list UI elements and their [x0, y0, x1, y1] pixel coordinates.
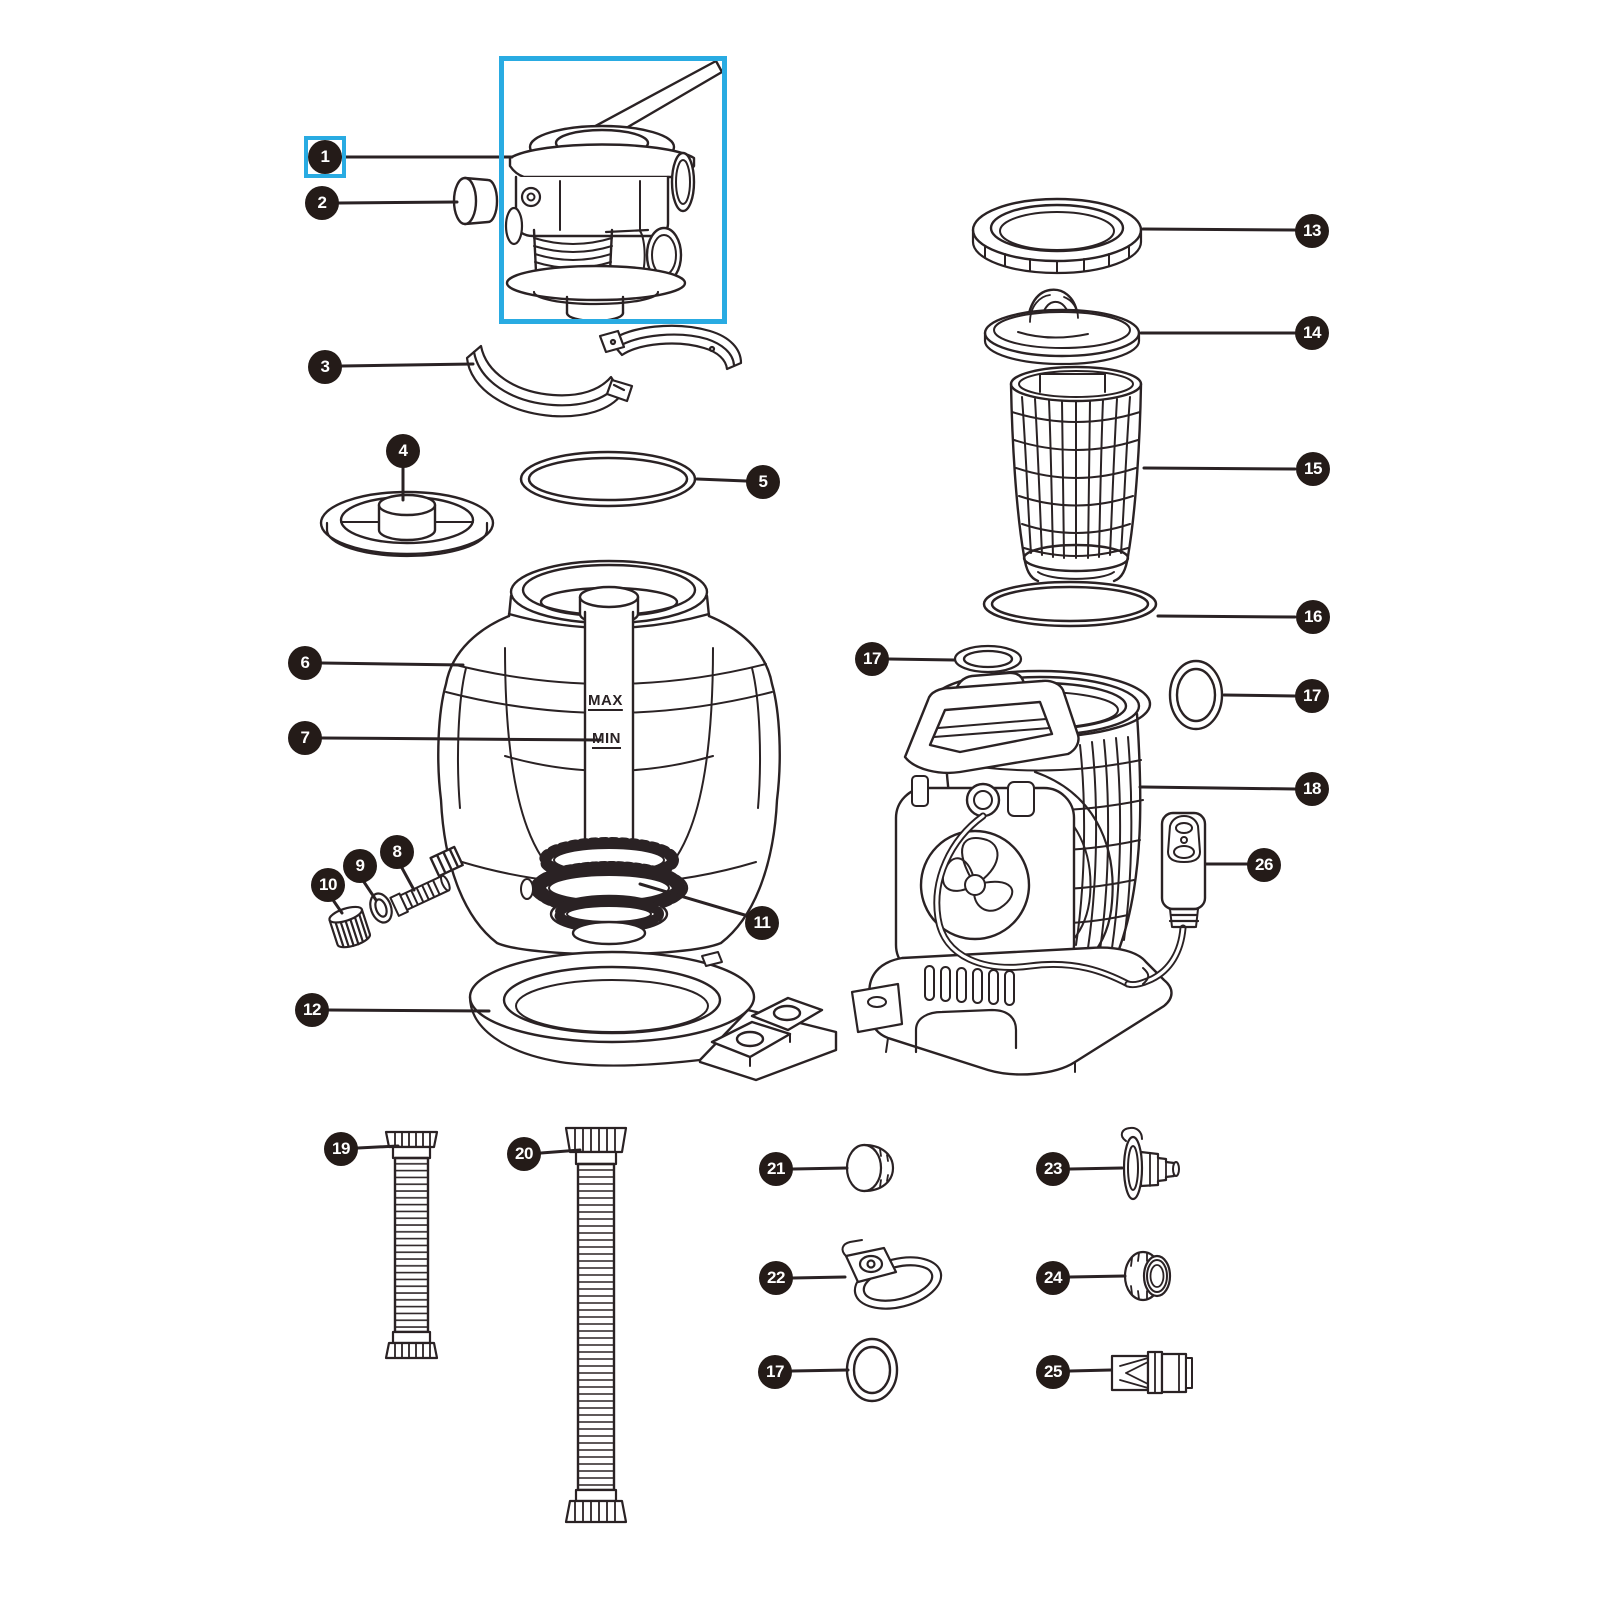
callout-8[interactable]: 8	[380, 835, 414, 869]
callout-1[interactable]: 1	[308, 140, 342, 174]
min-level-label: MIN	[592, 730, 621, 747]
part-strainer-basket	[1009, 365, 1143, 583]
part-locking-ring	[971, 197, 1143, 275]
part-pump-motor-assembly	[850, 669, 1187, 1076]
part-short-hose	[384, 1130, 439, 1360]
callout-11[interactable]: 11	[745, 906, 779, 940]
part-hose-clamp	[841, 1239, 943, 1310]
callout-23[interactable]: 23	[1036, 1152, 1070, 1186]
part-cap-fitting	[845, 1143, 895, 1193]
part-lid-o-ring	[982, 580, 1158, 628]
callout-15[interactable]: 15	[1296, 452, 1330, 486]
part-multiport-valve	[504, 59, 724, 323]
selected-part-highlight-box	[499, 56, 727, 324]
part-drain-cap	[328, 905, 372, 949]
selected-callout-box	[304, 136, 346, 178]
leader-lines	[320, 155, 1297, 1373]
callout-17-left[interactable]: 17	[855, 642, 889, 676]
part-valve-plug	[452, 176, 499, 226]
part-drain-washer	[369, 892, 393, 924]
part-water-diffuser	[319, 490, 495, 558]
callout-7[interactable]: 7	[288, 721, 322, 755]
callout-14[interactable]: 14	[1295, 316, 1329, 350]
part-standpipe	[583, 610, 635, 856]
callout-22[interactable]: 22	[759, 1261, 793, 1295]
callout-9[interactable]: 9	[343, 849, 377, 883]
part-drain-connector	[1120, 1126, 1180, 1201]
callout-5[interactable]: 5	[746, 465, 780, 499]
callout-24[interactable]: 24	[1036, 1261, 1070, 1295]
callout-2[interactable]: 2	[305, 186, 339, 220]
callout-12[interactable]: 12	[295, 993, 329, 1027]
callout-6[interactable]: 6	[288, 646, 322, 680]
part-adapter-nut	[1123, 1250, 1172, 1302]
part-hose-adapter	[1110, 1350, 1193, 1395]
callout-3[interactable]: 3	[308, 350, 342, 384]
part-seal-o-ring-bottom	[845, 1337, 899, 1403]
callout-4[interactable]: 4	[386, 434, 420, 468]
callout-21[interactable]: 21	[759, 1152, 793, 1186]
callout-26[interactable]: 26	[1247, 848, 1281, 882]
part-tank-base	[468, 950, 838, 1082]
part-tank-o-ring	[519, 450, 697, 508]
part-seal-o-ring-left	[953, 644, 1023, 674]
callout-25[interactable]: 25	[1036, 1355, 1070, 1389]
part-lateral-assembly	[520, 837, 689, 946]
part-rcd-power-plug	[1160, 811, 1207, 929]
part-long-hose	[564, 1126, 628, 1524]
part-drain-screw	[389, 874, 451, 917]
callout-17-right[interactable]: 17	[1295, 679, 1329, 713]
callout-18[interactable]: 18	[1295, 772, 1329, 806]
callout-20[interactable]: 20	[507, 1137, 541, 1171]
part-flange-clamp	[465, 324, 743, 418]
callout-16[interactable]: 16	[1296, 600, 1330, 634]
callout-19[interactable]: 19	[324, 1132, 358, 1166]
callout-10[interactable]: 10	[311, 868, 345, 902]
max-level-label: MAX	[588, 692, 623, 709]
part-pump-lid	[983, 288, 1141, 366]
part-seal-o-ring-right	[1168, 659, 1224, 731]
callout-13[interactable]: 13	[1295, 214, 1329, 248]
callout-17-bottom[interactable]: 17	[758, 1355, 792, 1389]
